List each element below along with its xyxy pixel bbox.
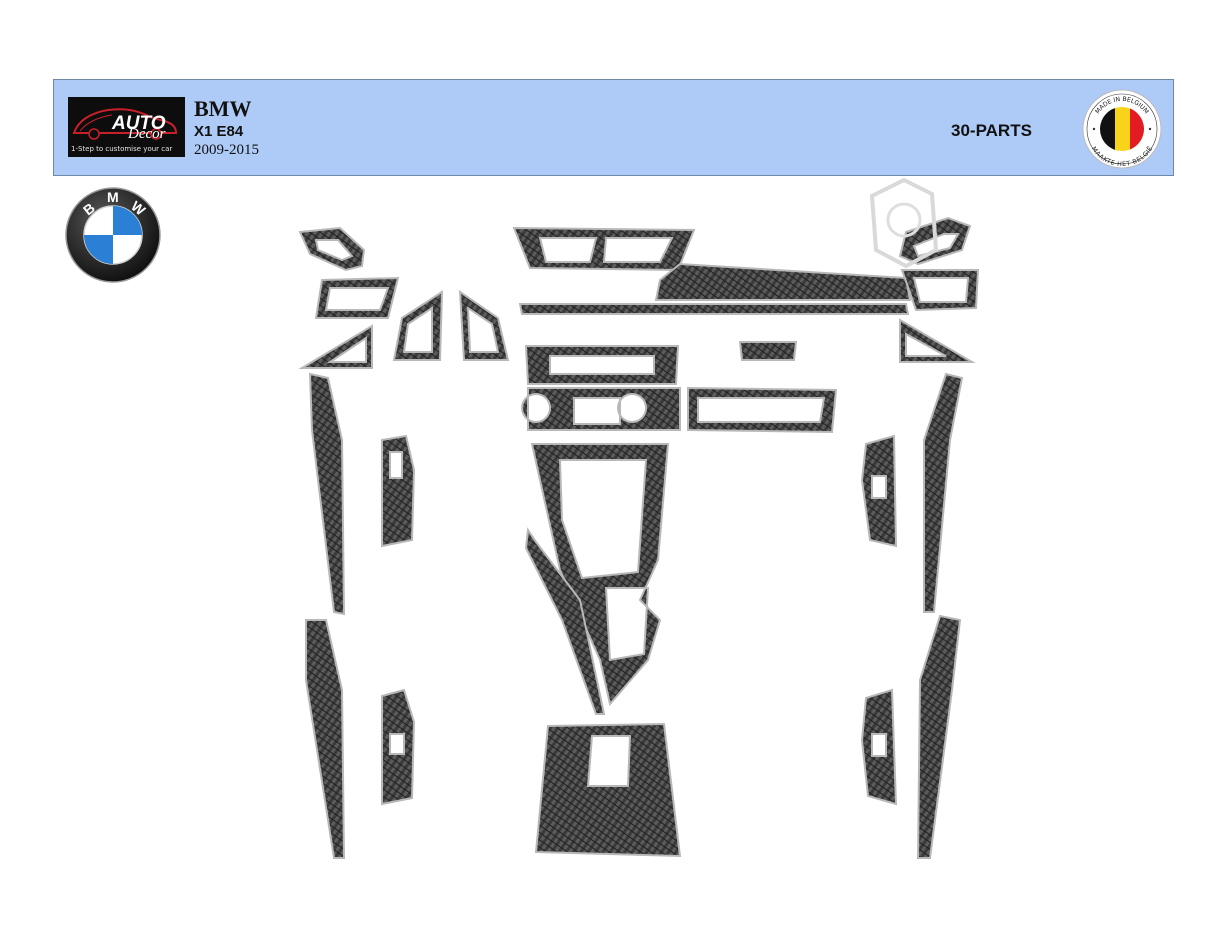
logo-word-decor: Decor [128, 126, 166, 142]
center-vents-trim-part [512, 226, 696, 272]
logo-tagline: 1-Step to customise your car [71, 145, 173, 153]
console-side-strip-part [524, 527, 606, 715]
left-corner-triangle-part [298, 324, 373, 369]
car-model: X1 E84 [194, 123, 244, 140]
watermark-shape [869, 177, 939, 269]
header-banner: AUTO Decor 1-Step to customise your car … [53, 79, 1174, 176]
center-right-blade-part [458, 290, 510, 361]
bmw-roundel-logo: B M W [65, 187, 161, 283]
climate-panel-part [521, 387, 681, 431]
car-years: 2009-2015 [194, 142, 259, 158]
right-rear-door-strip-part [916, 614, 962, 859]
car-silhouette-icon [72, 108, 178, 140]
hazard-switch-part [738, 341, 798, 361]
right-front-window-switch-part [860, 434, 898, 548]
right-corner-triangle-part [899, 318, 976, 363]
bottom-console-plate-part [534, 722, 682, 858]
center-left-blade-part [392, 290, 444, 361]
radio-panel-part [524, 345, 680, 385]
auto-decor-logo: AUTO Decor 1-Step to customise your car [68, 97, 185, 157]
made-in-belgium-badge: MADE IN BELGIUM MAAKTE HET BELGIË [1082, 89, 1162, 169]
right-rear-window-switch-part [860, 688, 898, 806]
car-make: BMW [194, 96, 252, 121]
left-rear-door-strip-part [305, 619, 346, 859]
dash-long-strip-part [654, 262, 912, 301]
watermark-circle [886, 202, 922, 238]
left-front-door-strip-part [308, 372, 346, 616]
right-front-door-strip-part [923, 372, 964, 613]
right-display-frame-part [687, 386, 838, 434]
left-front-window-switch-part [381, 434, 416, 548]
left-rear-window-switch-part [381, 688, 416, 806]
right-vent-frame-part [900, 269, 980, 312]
parts-count: 30-PARTS [951, 121, 1032, 140]
dash-lower-strip-part [518, 303, 910, 315]
left-vent-frame-part [314, 276, 400, 319]
left-vent-ring-part [298, 226, 366, 272]
belgium-flag-icon [1100, 107, 1144, 151]
logo-word-auto: AUTO [112, 113, 166, 134]
bmw-letter-m: M [107, 189, 119, 205]
